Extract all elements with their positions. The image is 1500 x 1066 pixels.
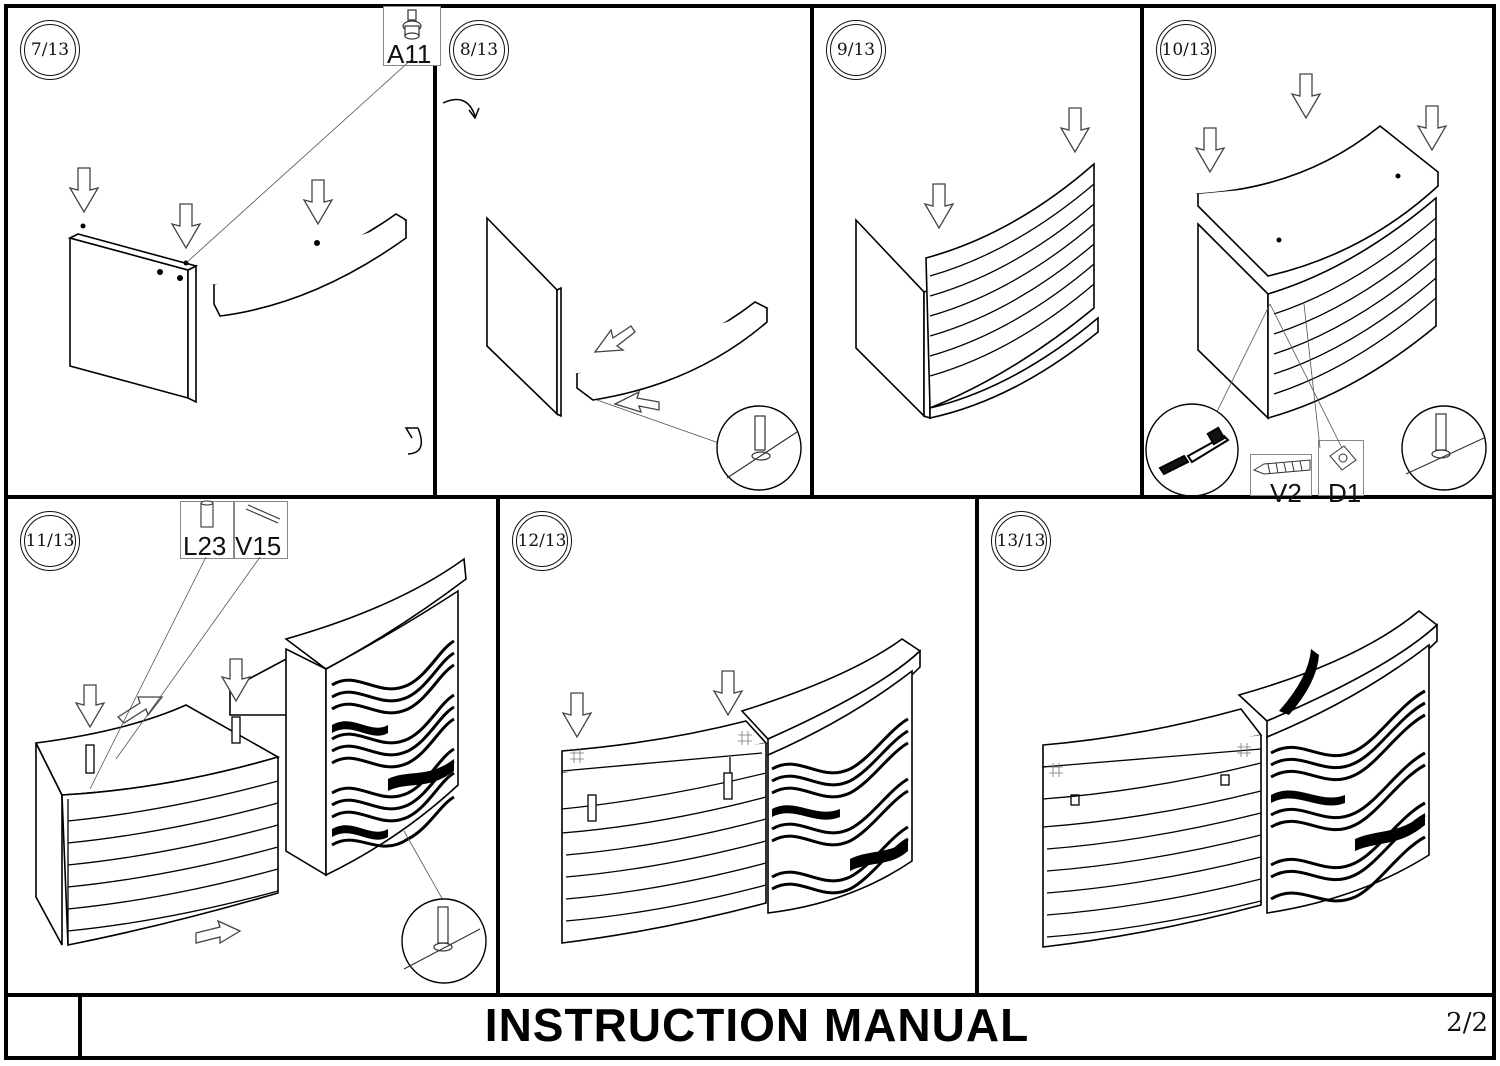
step-9-panel: 9/13 [814, 8, 1140, 495]
step-11-badge: 11/13 [20, 511, 80, 571]
step-10-badge: 10/13 [1156, 20, 1216, 80]
step-12-panel: 12/13 [500, 499, 975, 993]
step-9-badge: 9/13 [826, 20, 886, 80]
part-v15-label: V15 [235, 531, 282, 561]
page-number: 2/2 [1446, 1008, 1488, 1038]
step-11-panel: 11/13 L23 V15 [8, 499, 496, 993]
step-8-badge: 8/13 [449, 20, 509, 80]
step-7-badge: 7/13 [20, 20, 80, 80]
manual-title: INSTRUCTION MANUAL [484, 999, 1030, 1051]
step-13-badge: 13/13 [991, 511, 1051, 571]
wave-pattern [771, 717, 909, 895]
step-12-badge: 12/13 [512, 511, 572, 571]
part-v2-label: V2 [1270, 478, 1302, 508]
step-10-illustration [1145, 73, 1487, 495]
step-9-illustration [855, 107, 1099, 420]
step-11-illustration [34, 500, 487, 984]
step-7-panel: 7/13 A11 [8, 6, 441, 495]
wave-pattern [331, 639, 455, 848]
part-l23-label: L23 [183, 531, 227, 561]
step-13-illustration [1042, 609, 1439, 948]
step-8-illustration [442, 98, 802, 491]
step-7-illustration [67, 57, 423, 455]
part-d1-label: D1 [1328, 478, 1362, 508]
part-a11-icon [402, 9, 422, 40]
step-10-panel: 10/13 V2 D1 [1144, 8, 1492, 506]
step-12-illustration [561, 638, 922, 944]
step-8-panel: 8/13 [437, 8, 810, 495]
part-a11-label: A11 [387, 39, 432, 69]
step-13-panel: 13/13 [979, 499, 1492, 993]
